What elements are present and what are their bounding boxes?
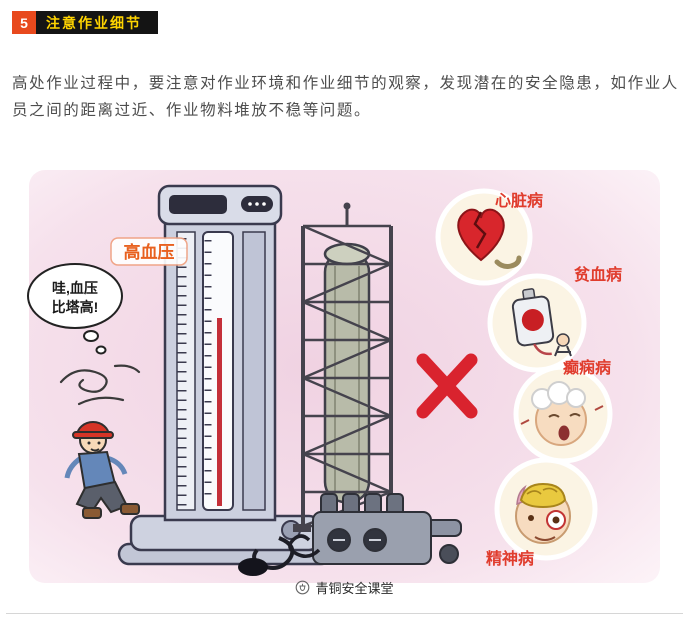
pump-bulb bbox=[238, 558, 268, 577]
disease-label-mental: 精神病 bbox=[486, 549, 534, 568]
disease-badge-mental bbox=[494, 457, 598, 561]
worker-figure bbox=[64, 421, 140, 520]
broken-heart-icon bbox=[457, 208, 505, 262]
brand-logo-icon bbox=[296, 580, 310, 595]
disease-label-epilepsy: 癫痫病 bbox=[563, 358, 611, 377]
disease-label-anemia: 贫血病 bbox=[574, 265, 622, 284]
speech-line2: 比塔高! bbox=[52, 299, 99, 315]
dizzy-swirls bbox=[59, 364, 141, 406]
section-header: 5 注意作业细节 bbox=[12, 11, 677, 34]
prohibition-x-icon bbox=[416, 353, 478, 419]
disease-badge-anemia bbox=[487, 273, 587, 373]
speech-line1: 哇,血压 bbox=[52, 280, 98, 296]
disease-label-heart: 心脏病 bbox=[495, 191, 543, 210]
speech-bubble: 哇,血压 比塔高! bbox=[27, 263, 123, 355]
section-title: 注意作业细节 bbox=[36, 11, 158, 34]
coiled-cord bbox=[288, 534, 321, 559]
exposed-brain-icon bbox=[519, 483, 567, 509]
body-paragraph: 高处作业过程中，要注意对作业环境和作业细节的观察，发现潜在的安全隐患，如作业人员… bbox=[12, 75, 679, 120]
illustration-container: 哇,血压 比塔高! bbox=[12, 168, 677, 585]
bottom-divider bbox=[6, 613, 683, 614]
scaffold-tower bbox=[293, 202, 401, 533]
disease-badge-heart bbox=[435, 188, 533, 286]
machine-unit bbox=[288, 493, 462, 566]
blood-pressure-meter bbox=[117, 185, 333, 577]
meter-label: 高血压 bbox=[110, 237, 188, 266]
worm-icon bbox=[494, 255, 522, 270]
section-number-badge: 5 bbox=[12, 11, 36, 34]
brand-name: 青铜安全课堂 bbox=[315, 581, 394, 596]
meter-label-text: 高血压 bbox=[124, 242, 175, 262]
safety-cartoon-illustration: 哇,血压 比塔高! bbox=[27, 170, 660, 584]
footer-brand: 青铜安全课堂 bbox=[0, 578, 689, 597]
disease-badge-epilepsy bbox=[513, 364, 613, 464]
